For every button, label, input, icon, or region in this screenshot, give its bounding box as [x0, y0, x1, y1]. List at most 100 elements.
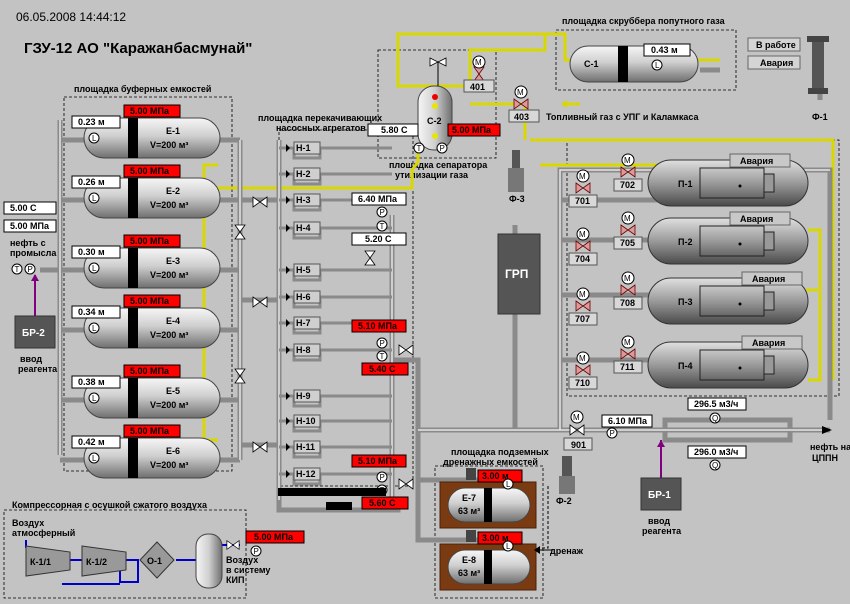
- svg-text:L: L: [92, 264, 97, 273]
- pump-10[interactable]: Н-10: [279, 414, 392, 433]
- pump-body: [293, 414, 321, 428]
- air-receiver[interactable]: [195, 533, 223, 589]
- tank-level-box: [71, 115, 121, 129]
- tank-level: 0.23 м: [78, 117, 105, 127]
- pump-label: Н-11: [296, 442, 315, 452]
- pump-label: Н-1: [296, 143, 311, 153]
- pump-1[interactable]: Н-1: [279, 141, 392, 160]
- svg-text:P: P: [380, 339, 385, 348]
- valve-buffer-v2[interactable]: [234, 368, 246, 384]
- furnace-p2[interactable]: П-2 Авария: [647, 211, 809, 265]
- outlet-reagent-2: реагента: [642, 526, 682, 536]
- br2-unit[interactable]: [14, 315, 56, 349]
- tank-level-bar: [128, 378, 138, 418]
- drain-level-sensor: [502, 540, 514, 552]
- pump-6[interactable]: Н-6: [279, 290, 392, 309]
- svg-text:P: P: [380, 473, 385, 482]
- flare-f2-label: Ф-2: [556, 496, 572, 506]
- br1-unit[interactable]: [640, 477, 682, 511]
- valve-buffer-v1[interactable]: [234, 224, 246, 240]
- furnace-status: Авария: [752, 274, 785, 284]
- separator-relief-valve[interactable]: [429, 57, 447, 86]
- outlet-pressure: 6.10 МПа: [608, 416, 648, 426]
- svg-text:707: 707: [575, 314, 590, 324]
- grp-unit[interactable]: [497, 233, 541, 315]
- tank-name: Е-5: [166, 386, 180, 396]
- svg-text:К-1/1: К-1/1: [30, 557, 51, 567]
- valve-pump-out-2[interactable]: [398, 478, 414, 490]
- valve-403[interactable]: [513, 98, 529, 110]
- separator-lamp-3: [432, 133, 438, 139]
- pump-group: Н-1Н-2Н-3Н-4Н-5Н-6Н-7Н-8Н-9Н-10Н-11Н-12: [279, 141, 392, 486]
- valve-901-label: 901: [571, 440, 586, 450]
- drain-tank-8[interactable]: Е-863 м³3.00 мL: [439, 530, 537, 591]
- valve-pump-out-1[interactable]: [398, 344, 414, 356]
- scrubber-area-frame: [555, 29, 737, 91]
- air-pressure-box: [245, 530, 305, 544]
- pump-8[interactable]: Н-8: [279, 343, 392, 362]
- pump-12[interactable]: Н-12: [279, 467, 392, 486]
- compressor-k12[interactable]: К-1/2: [81, 545, 127, 577]
- scrubber-alarm-button[interactable]: [747, 55, 801, 70]
- separator-area-label-2: утилизации газа: [395, 170, 469, 180]
- pump-4[interactable]: Н-4: [279, 221, 392, 240]
- compressor-k11[interactable]: К-1/1: [25, 545, 71, 577]
- separator-pressure-box: [447, 123, 501, 137]
- tank-volume: V=200 м³: [150, 400, 188, 410]
- scrubber-name: С-1: [584, 59, 599, 69]
- pump-label: Н-10: [296, 416, 316, 426]
- svg-text:710: 710: [575, 378, 590, 388]
- valve-901[interactable]: [569, 424, 585, 436]
- reagent-label-2: реагента: [18, 364, 58, 374]
- separator-c2-vessel[interactable]: [417, 85, 453, 151]
- tank-pressure-box: [123, 104, 181, 118]
- svg-text:О-1: О-1: [147, 556, 162, 566]
- pump-7[interactable]: Н-7: [279, 316, 392, 335]
- svg-text:T: T: [15, 265, 20, 274]
- tank-name: Е-1: [166, 126, 180, 136]
- pump-3[interactable]: Н-3: [279, 193, 392, 212]
- valve-401[interactable]: [473, 66, 485, 82]
- furnace-status: Авария: [740, 214, 773, 224]
- furnace-name: П-2: [678, 237, 692, 247]
- tank-volume: V=200 м³: [150, 140, 188, 150]
- valve-pump-bypass[interactable]: [364, 250, 376, 266]
- furnace-name: П-1: [678, 179, 692, 189]
- scrubber-run-button[interactable]: [747, 37, 801, 52]
- outlet-reagent-1: ввод: [648, 516, 670, 526]
- pump-pressure-2: 5.10 МПа: [358, 321, 398, 331]
- valve-401-label: 401: [470, 82, 485, 92]
- br1-label: БР-1: [648, 490, 671, 501]
- drain-tank-7[interactable]: Е-763 м³3.00 мL: [439, 468, 537, 529]
- furnace-status: Авария: [752, 338, 785, 348]
- svg-text:M: M: [517, 88, 524, 97]
- pump-2[interactable]: Н-2: [279, 167, 392, 186]
- outlet-flow-2: 296.0 м3/ч: [694, 447, 738, 457]
- dryer-o1[interactable]: О-1: [139, 541, 175, 579]
- pump-5[interactable]: Н-5: [279, 263, 392, 282]
- valve-air[interactable]: [226, 540, 240, 550]
- pump-11[interactable]: Н-11: [279, 440, 392, 459]
- tank-name: Е-6: [166, 446, 180, 456]
- outlet-pressure-sensor: [606, 427, 618, 439]
- tank-volume: V=200 м³: [150, 330, 188, 340]
- pump-label: Н-7: [296, 318, 311, 328]
- pump-9[interactable]: Н-9: [279, 389, 392, 408]
